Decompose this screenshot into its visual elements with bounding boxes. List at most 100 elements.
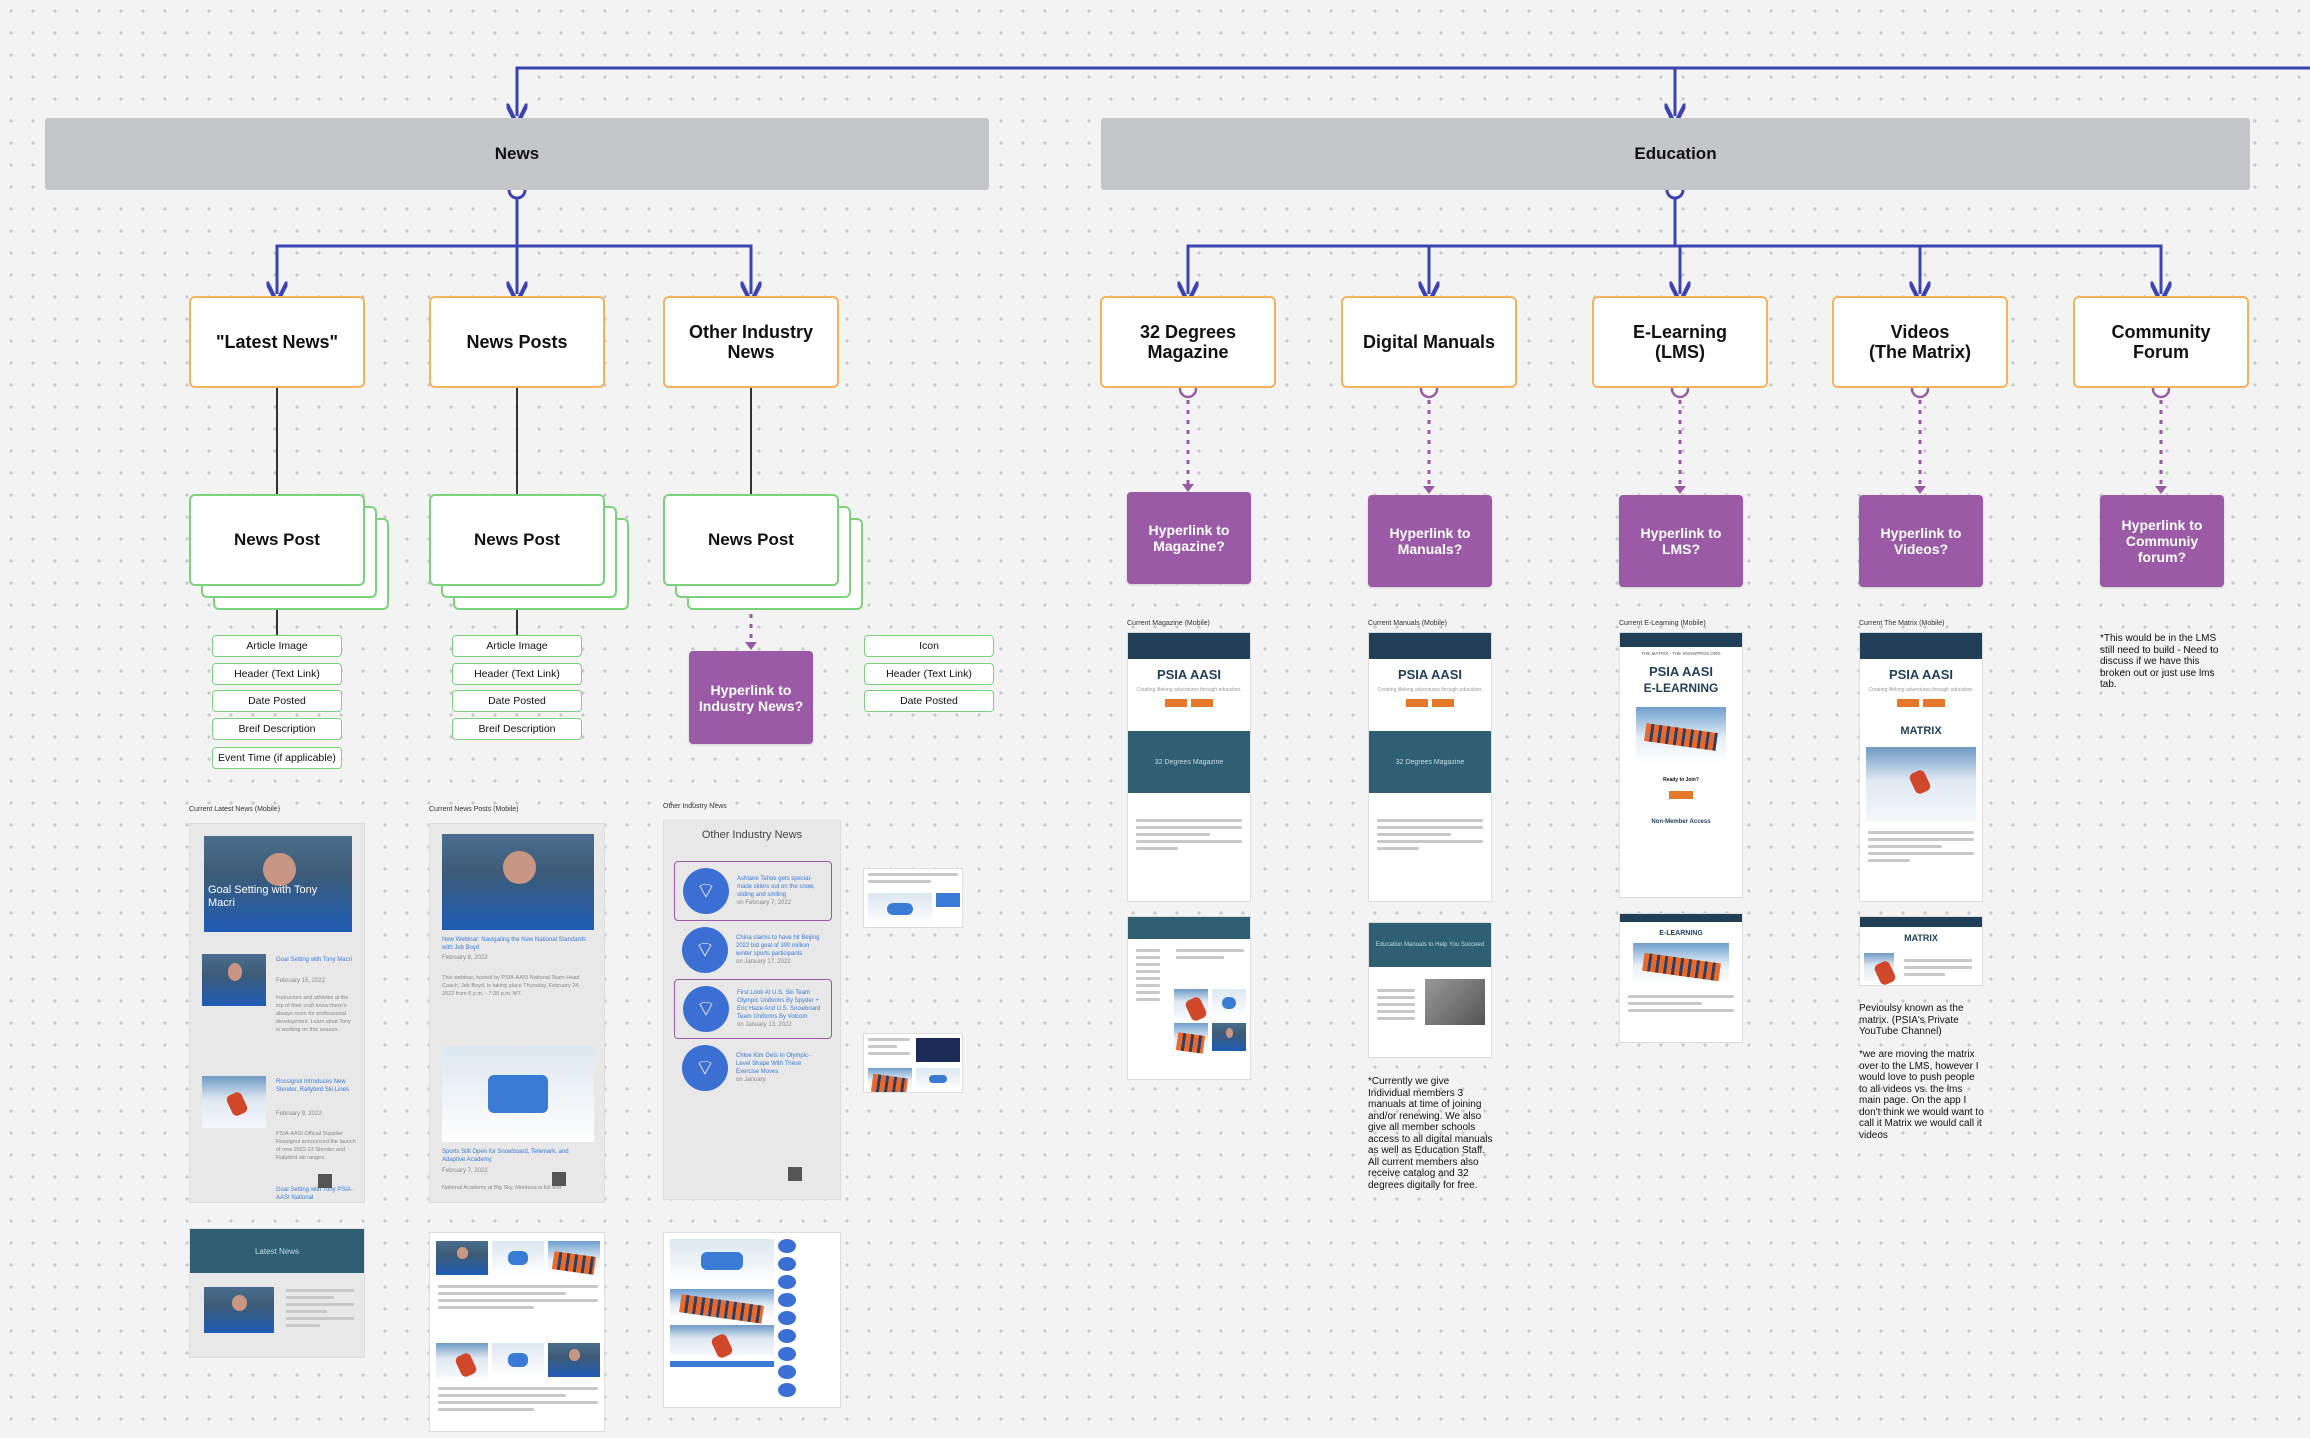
caption-magazine: Current Magazine (Mobile)	[1127, 620, 1210, 627]
manuals-banner: 32 Degrees Magazine	[1369, 731, 1491, 793]
industry-item[interactable]: ⌔ Ashlane Tahoe gets special-made skiers…	[674, 861, 832, 921]
industry-item[interactable]: ⌔ Chloe Kim Gets In Olympic-Level Shape …	[674, 1039, 832, 1097]
hyperlink-community-forum[interactable]: Hyperlink to Communiy forum?	[2100, 495, 2224, 587]
desktop-thumb	[204, 1287, 274, 1333]
post-image	[442, 834, 594, 930]
category-other-industry-news[interactable]: Other Industry News	[663, 296, 839, 388]
news-post-card: News Post	[189, 494, 365, 586]
category-videos[interactable]: Videos (The Matrix)	[1832, 296, 2008, 388]
wifi-icon: ⌔	[683, 986, 729, 1032]
edu-trunk	[1188, 198, 1677, 294]
item2-date: February 9, 2022	[276, 1111, 322, 1117]
skier-photo	[1866, 747, 1976, 821]
magazine-banner: 32 Degrees Magazine	[1128, 731, 1250, 793]
caption-industry: Other Industry News	[663, 803, 727, 810]
desktop-banner: Latest News	[190, 1229, 364, 1273]
screenshot-elearning-desktop: E-LEARNING	[1619, 913, 1743, 1043]
psia-logo: PSIA AASI	[1156, 667, 1222, 682]
screenshot-latest-news-mobile: Goal Setting with Tony Macri Goal Settin…	[189, 823, 365, 1203]
caption-matrix: Current The Matrix (Mobile)	[1859, 620, 1945, 627]
scroll-top-button[interactable]	[552, 1172, 566, 1186]
screenshot-magazine-desktop	[1127, 916, 1251, 1080]
section-education-label: Education	[1634, 144, 1717, 163]
item3-title[interactable]: Goal Setting with Tony PSIA-AASI Nationa…	[276, 1187, 353, 1201]
screenshot-matrix-mobile: PSIA AASI Creating lifelong adventures t…	[1859, 632, 1983, 902]
field-header-text-link: Header (Text Link)	[864, 663, 994, 685]
item1-date: February 15, 2022	[276, 978, 326, 984]
post1-title[interactable]: New Webinar: Navigating the New National…	[442, 937, 586, 951]
hero-title: Goal Setting with Tony Macri	[208, 884, 318, 909]
screenshot-industry-news-mobile: Other Industry News ⌔ Ashlane Tahoe gets…	[663, 820, 841, 1200]
post2-title[interactable]: Sports Still Open for Snowboard, Telemar…	[442, 1149, 569, 1163]
top-bus-line	[515, 66, 2310, 116]
note-digital-manuals: *Currently we give Individual members 3 …	[1368, 1076, 1493, 1191]
screenshot-elearning-mobile: THE MATRIX · THE SNOWPROS.ORG PSIA AASI …	[1619, 632, 1743, 898]
field-date-posted: Date Posted	[212, 690, 342, 712]
category-32-degrees-magazine[interactable]: 32 Degrees Magazine	[1100, 296, 1276, 388]
scroll-top-button[interactable]	[318, 1174, 332, 1188]
post1-body: This webinar, hosted by PSIA-AASI Nation…	[442, 975, 580, 997]
field-article-image: Article Image	[452, 635, 582, 657]
screenshot-manuals-desktop: Education Manuals to Help You Succeed	[1368, 922, 1492, 1058]
section-news-label: News	[494, 144, 540, 163]
category-digital-manuals[interactable]: Digital Manuals	[1341, 296, 1517, 388]
scroll-top-button[interactable]	[788, 1167, 802, 1181]
industry-item[interactable]: ⌔ China claims to have hit Beijing 2022 …	[674, 921, 832, 979]
news-post-card: News Post	[663, 494, 839, 586]
note-community-forum: *This would be in the LMS still need to …	[2100, 633, 2219, 690]
news-branch-industry	[517, 244, 751, 294]
team-photo	[1636, 707, 1726, 763]
field-icon: Icon	[864, 635, 994, 657]
thumb-image	[202, 954, 266, 1006]
hyperlink-lms[interactable]: Hyperlink to LMS?	[1619, 495, 1743, 587]
edu-branch-videos	[1675, 244, 1920, 294]
hyperlink-videos[interactable]: Hyperlink to Videos?	[1859, 495, 1983, 587]
hero-image: Goal Setting with Tony Macri	[204, 836, 352, 932]
psia-logo: PSIA AASI	[1888, 667, 1954, 682]
item1-title[interactable]: Goal Setting with Tony Macri	[276, 957, 352, 963]
note-videos-2: *we are moving the matrix over to the LM…	[1859, 1049, 1984, 1141]
screenshot-matrix-desktop: MATRIX	[1859, 916, 1983, 986]
category-community-forum[interactable]: Community Forum	[2073, 296, 2249, 388]
wifi-icon: ⌔	[683, 868, 729, 914]
screenshot-news-posts-desktop	[429, 1232, 605, 1432]
item1-body: Instructors and athletes at the top of t…	[276, 995, 351, 1033]
field-header-text-link: Header (Text Link)	[212, 663, 342, 685]
hyperlink-industry-news[interactable]: Hyperlink to Industry News?	[689, 651, 813, 744]
item2-title[interactable]: Rossignol Introduces New Slender, Rallyb…	[276, 1079, 350, 1093]
psia-logo: PSIA AASI	[1648, 664, 1714, 679]
hyperlink-manuals[interactable]: Hyperlink to Manuals?	[1368, 495, 1492, 587]
industry-article-preview-1	[863, 868, 963, 928]
news-trunk	[277, 198, 519, 294]
field-header-text-link: Header (Text Link)	[452, 663, 582, 685]
category-latest-news[interactable]: "Latest News"	[189, 296, 365, 388]
section-news[interactable]: News	[45, 118, 989, 190]
screenshot-manuals-mobile: PSIA AASI Creating lifelong adventures t…	[1368, 632, 1492, 902]
news-post-stack-posts[interactable]: News Post	[429, 494, 643, 610]
field-brief-description: Breif Description	[212, 718, 342, 740]
screenshot-magazine-mobile: PSIA AASI Creating lifelong adventures t…	[1127, 632, 1251, 902]
matrix-badge: MATRIX	[1900, 725, 1942, 737]
screenshot-industry-news-desktop	[663, 1232, 841, 1408]
field-date-posted: Date Posted	[452, 690, 582, 712]
caption-news-posts: Current News Posts (Mobile)	[429, 806, 519, 813]
caption-manuals: Current Manuals (Mobile)	[1368, 620, 1447, 627]
industry-item[interactable]: ⌔ First Look At U.S. Ski Team Olympic Un…	[674, 979, 832, 1039]
category-news-posts[interactable]: News Posts	[429, 296, 605, 388]
news-post-stack-latest[interactable]: News Post	[189, 494, 403, 610]
hyperlink-magazine[interactable]: Hyperlink to Magazine?	[1127, 492, 1251, 584]
post2-body: National Academy at Big Sky, Montana is …	[442, 1185, 562, 1191]
field-brief-description: Breif Description	[452, 718, 582, 740]
news-post-stack-industry[interactable]: News Post	[663, 494, 877, 610]
elearning-badge: E-LEARNING	[1643, 681, 1719, 695]
industry-title: Other Industry News	[701, 829, 803, 841]
item2-body: PSIA-AASI Official Supplier Rossignol an…	[276, 1131, 356, 1161]
screenshot-latest-news-desktop: Latest News	[189, 1228, 365, 1358]
wifi-icon: ⌔	[682, 927, 728, 973]
field-article-image: Article Image	[212, 635, 342, 657]
category-e-learning[interactable]: E-Learning (LMS)	[1592, 296, 1768, 388]
section-education[interactable]: Education	[1101, 118, 2250, 190]
industry-article-preview-2	[863, 1033, 963, 1093]
post-image	[442, 1046, 594, 1142]
news-post-card: News Post	[429, 494, 605, 586]
